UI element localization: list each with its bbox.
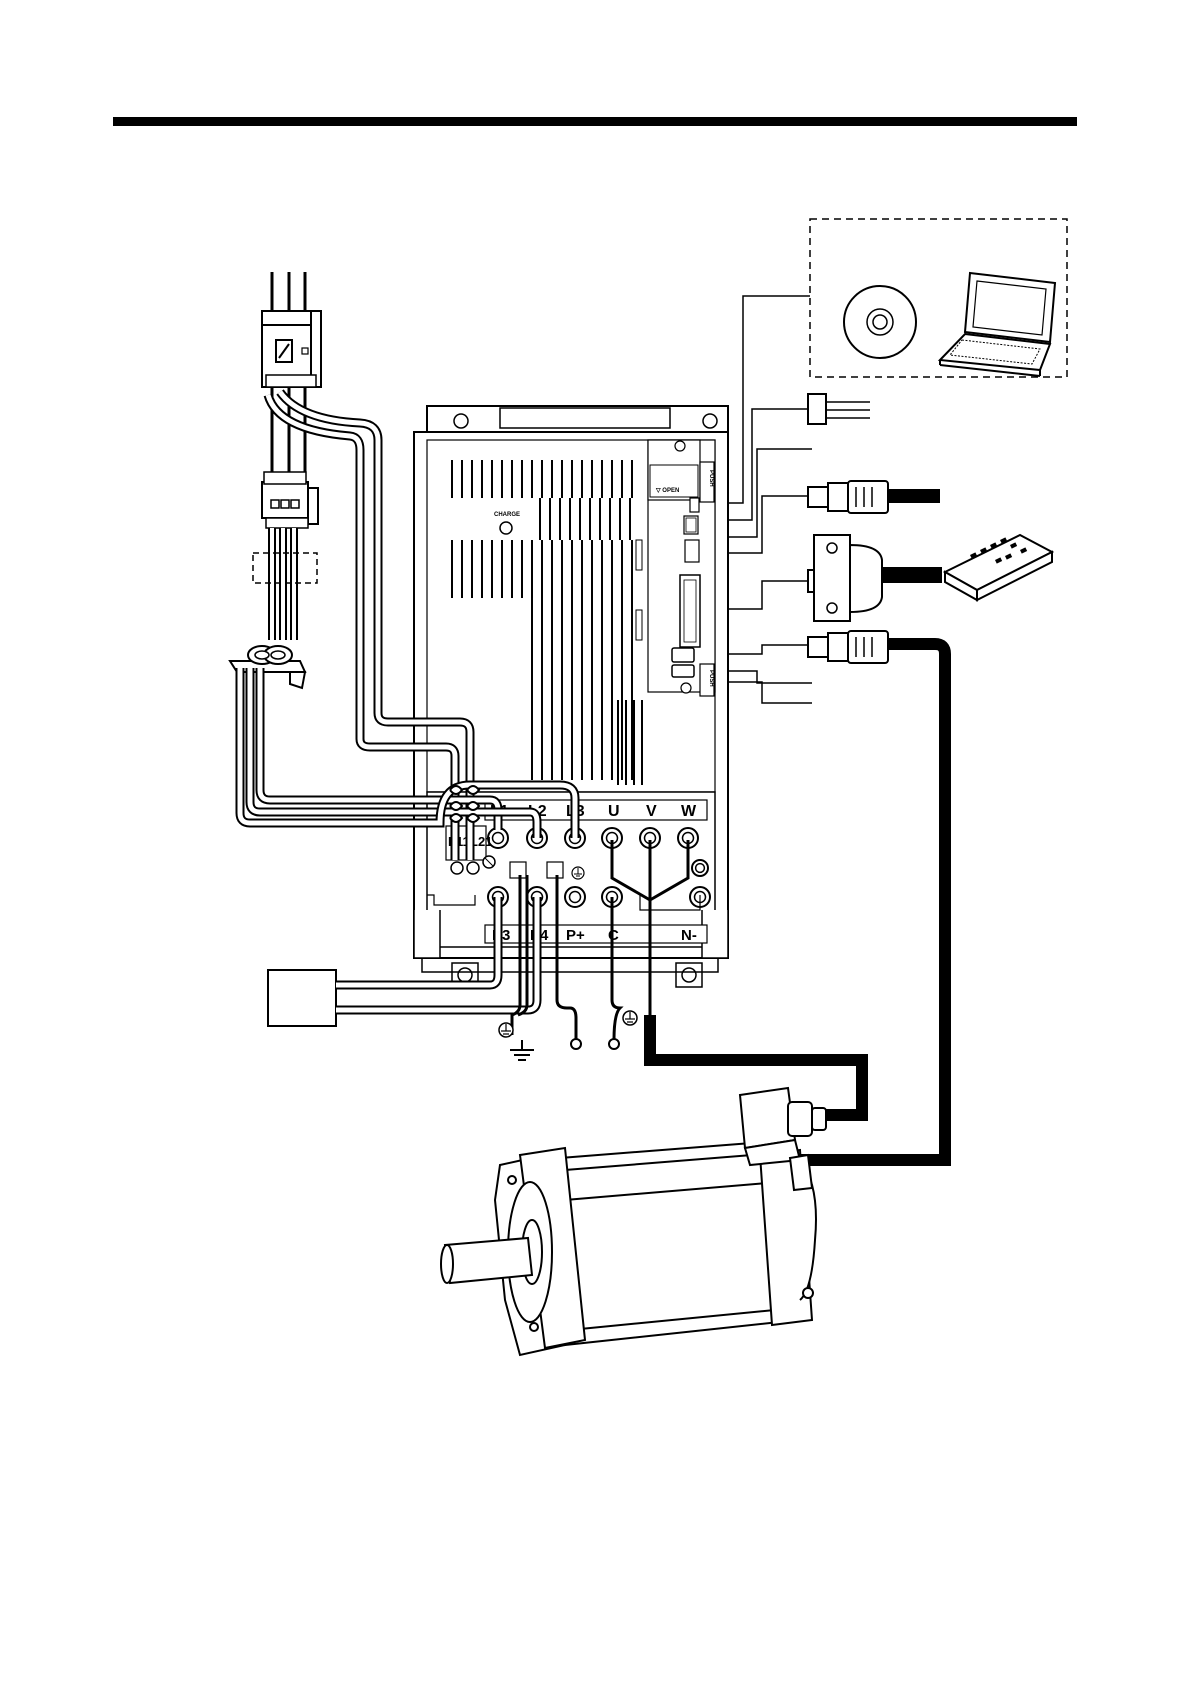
terminal-n-minus-label: N- [681,927,697,944]
circuit-breaker-icon [262,311,321,387]
power-supply-lines [272,272,305,316]
terminal-w-label: W [681,803,697,820]
bus-connector-icon [808,394,870,424]
setup-software-group [810,219,1067,377]
cn-connector-icon [808,535,942,621]
rj-connector-upper-icon [808,481,940,513]
ground-icon-right [623,1011,637,1025]
magnetic-contactor-icon [262,472,318,528]
encoder-cable [800,644,945,1160]
terminal-p-plus-label: P+ [566,927,585,944]
regenerative-option-box [268,970,336,1026]
servo-motor [441,1088,826,1355]
terminal-u-label: U [608,803,620,820]
terminal-screw-head [570,892,581,903]
push-bottom-marking: PUSH [708,670,714,687]
panel-ground-icon [572,867,584,879]
open-marking: ▽ OPEN [655,488,679,494]
terminal-v-label: V [646,803,657,820]
ground-icon-left [499,1023,534,1060]
header-rule [113,117,1077,126]
servo-amplifier: ▽ OPEN PUSH PUSH CHARGE [414,406,728,987]
push-top-marking: PUSH [708,470,714,487]
cd-rom-icon [844,286,916,358]
laptop-icon [940,273,1055,376]
terminal-block-icon [945,535,1052,600]
rj-connector-lower-icon [808,631,888,663]
charge-marking: CHARGE [494,512,520,518]
terminal-screw-head [493,833,504,844]
terminal-screw-head [696,864,705,873]
charge-lamp [500,522,512,534]
